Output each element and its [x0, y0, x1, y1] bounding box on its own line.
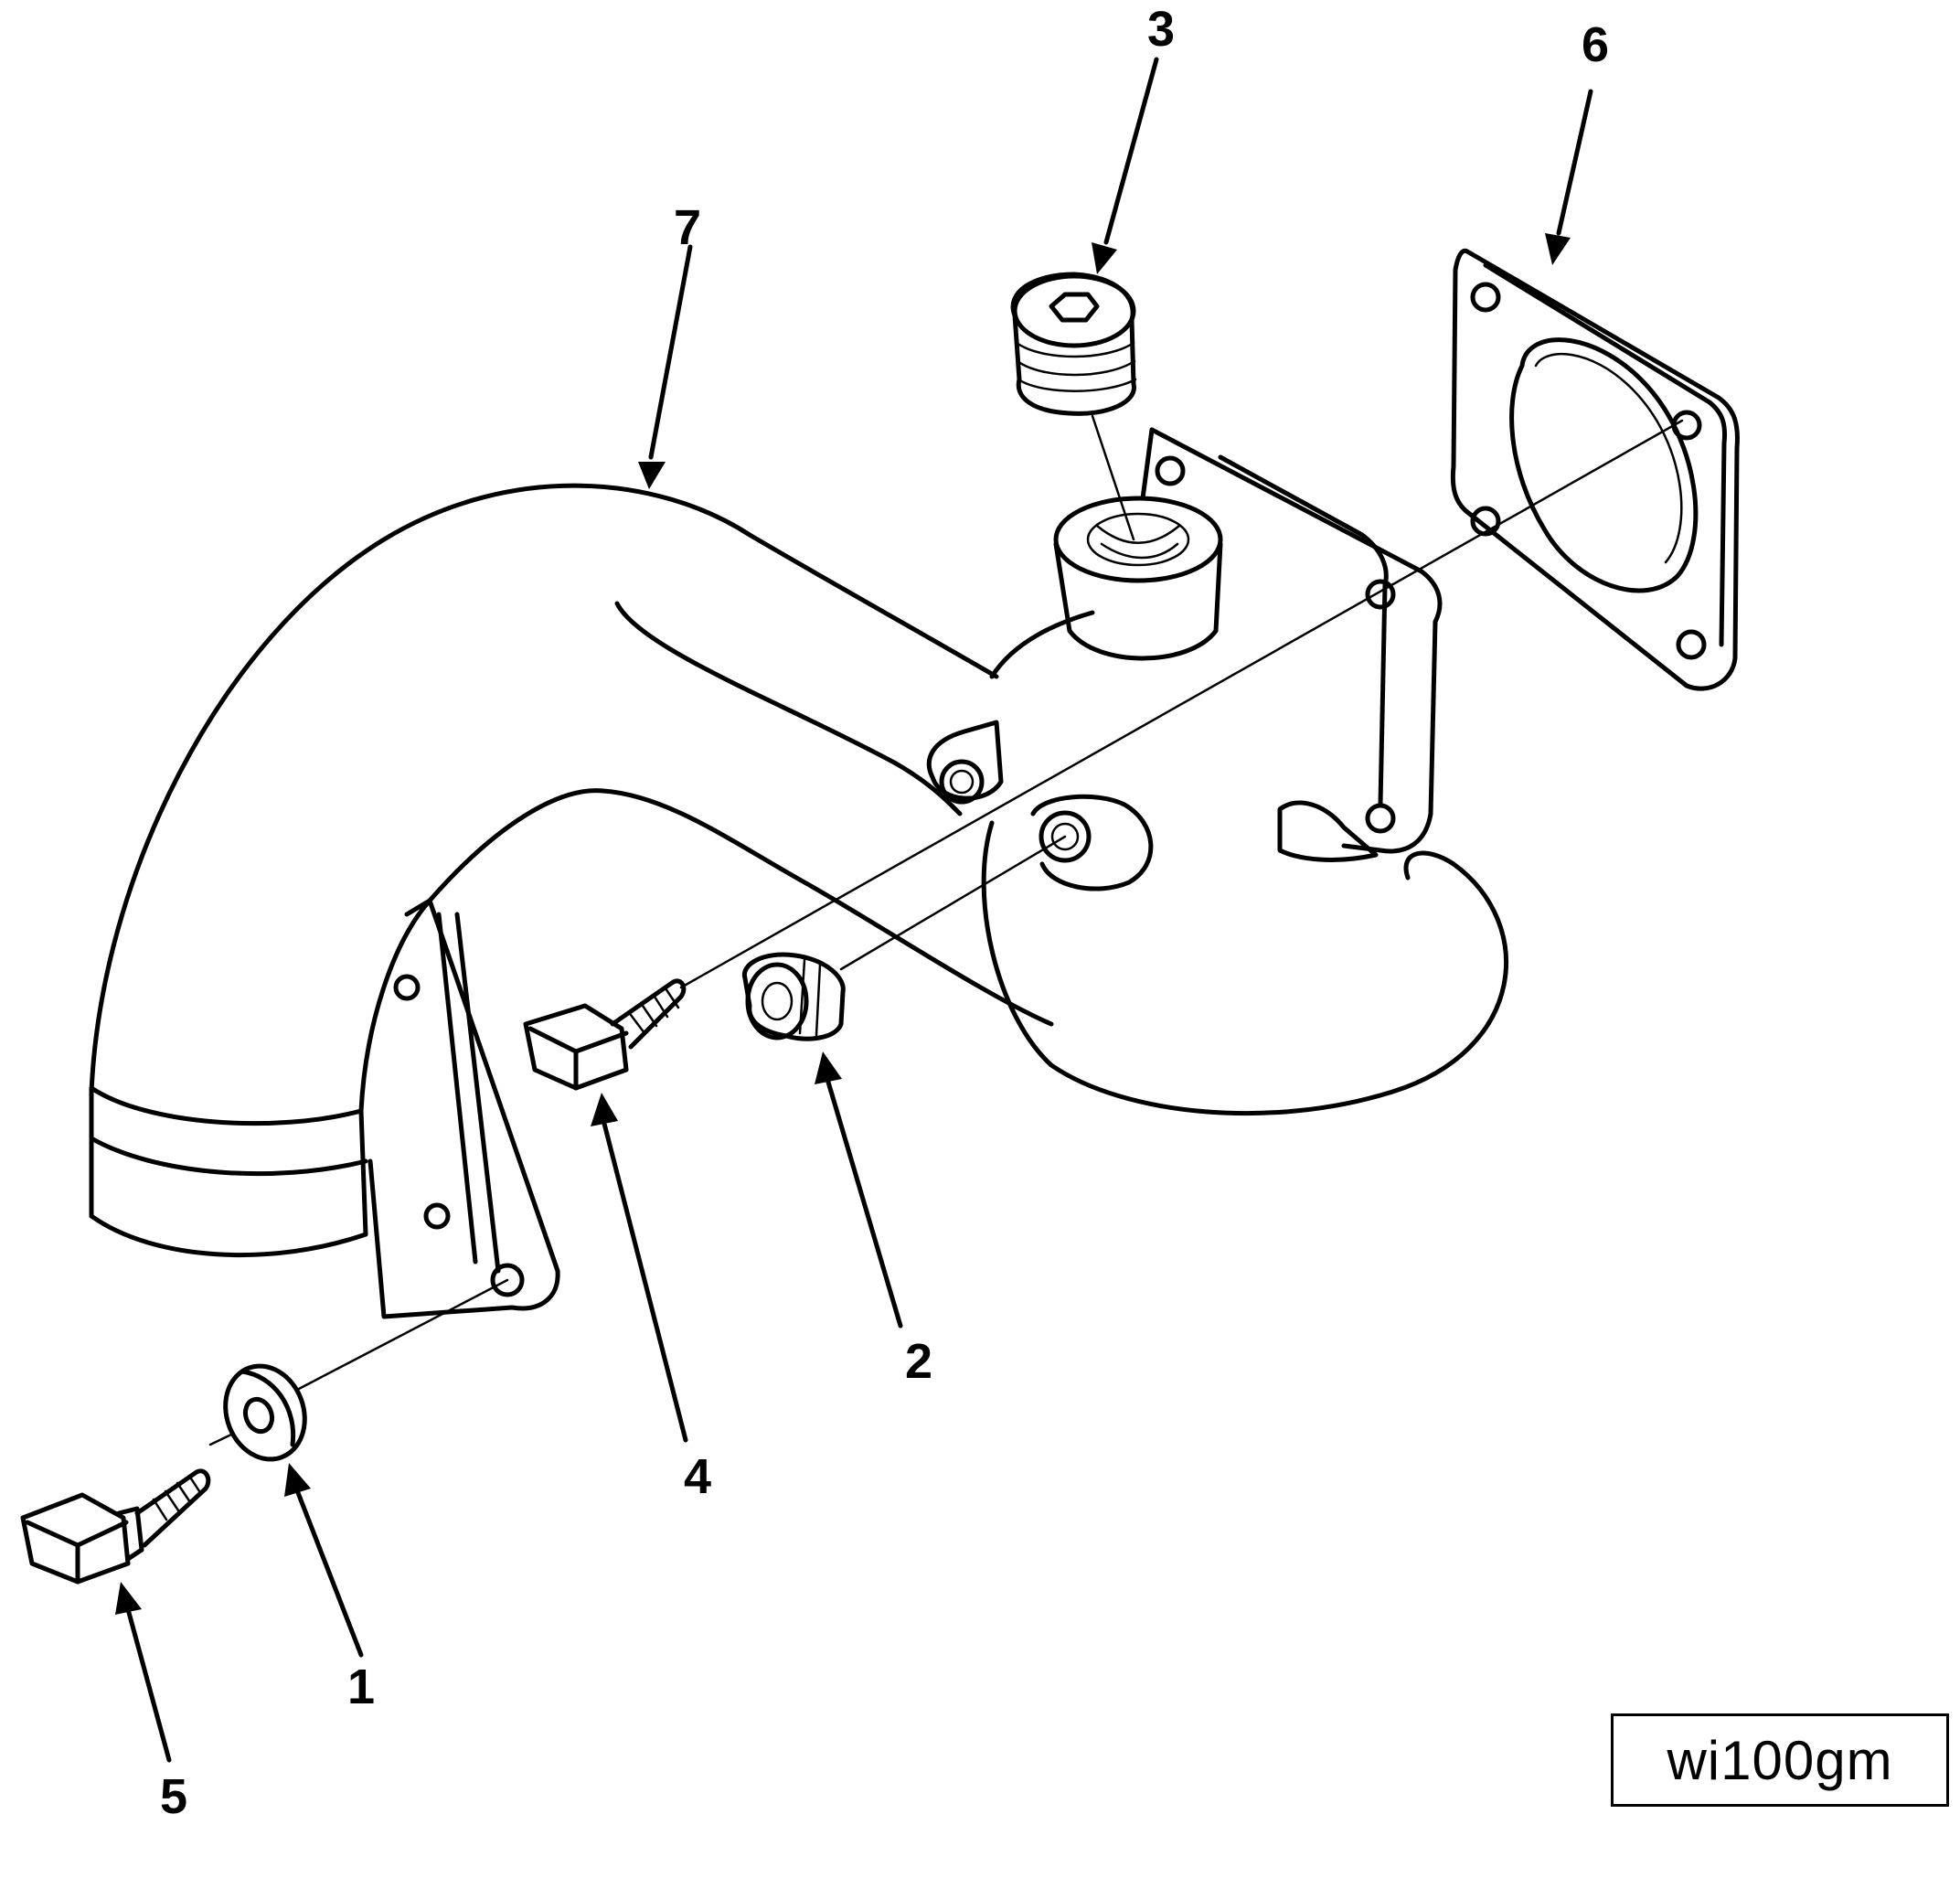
callout-label-7: 7	[674, 200, 702, 255]
part-7-elbow-pipe	[89, 427, 1508, 1319]
callout-label-2: 2	[905, 1334, 933, 1389]
part-1-washer	[223, 1363, 307, 1462]
leader-arrows	[115, 57, 1593, 1763]
callout-label-3: 3	[1147, 2, 1176, 57]
part-4-hex-bolt	[523, 978, 687, 1091]
callout-label-6: 6	[1582, 17, 1610, 72]
part-3-plug	[1010, 272, 1137, 416]
callout-label-4: 4	[684, 1449, 712, 1504]
figure-code-box: wi100gm	[1611, 1713, 1949, 1807]
part-2-small-plug	[741, 952, 846, 1041]
callout-label-1: 1	[347, 1660, 376, 1714]
part-5-hex-bolt	[20, 1468, 211, 1585]
callout-label-5: 5	[160, 1769, 188, 1824]
figure-code-text: wi100gm	[1667, 1729, 1893, 1791]
assembly-centerlines	[208, 414, 1684, 1446]
